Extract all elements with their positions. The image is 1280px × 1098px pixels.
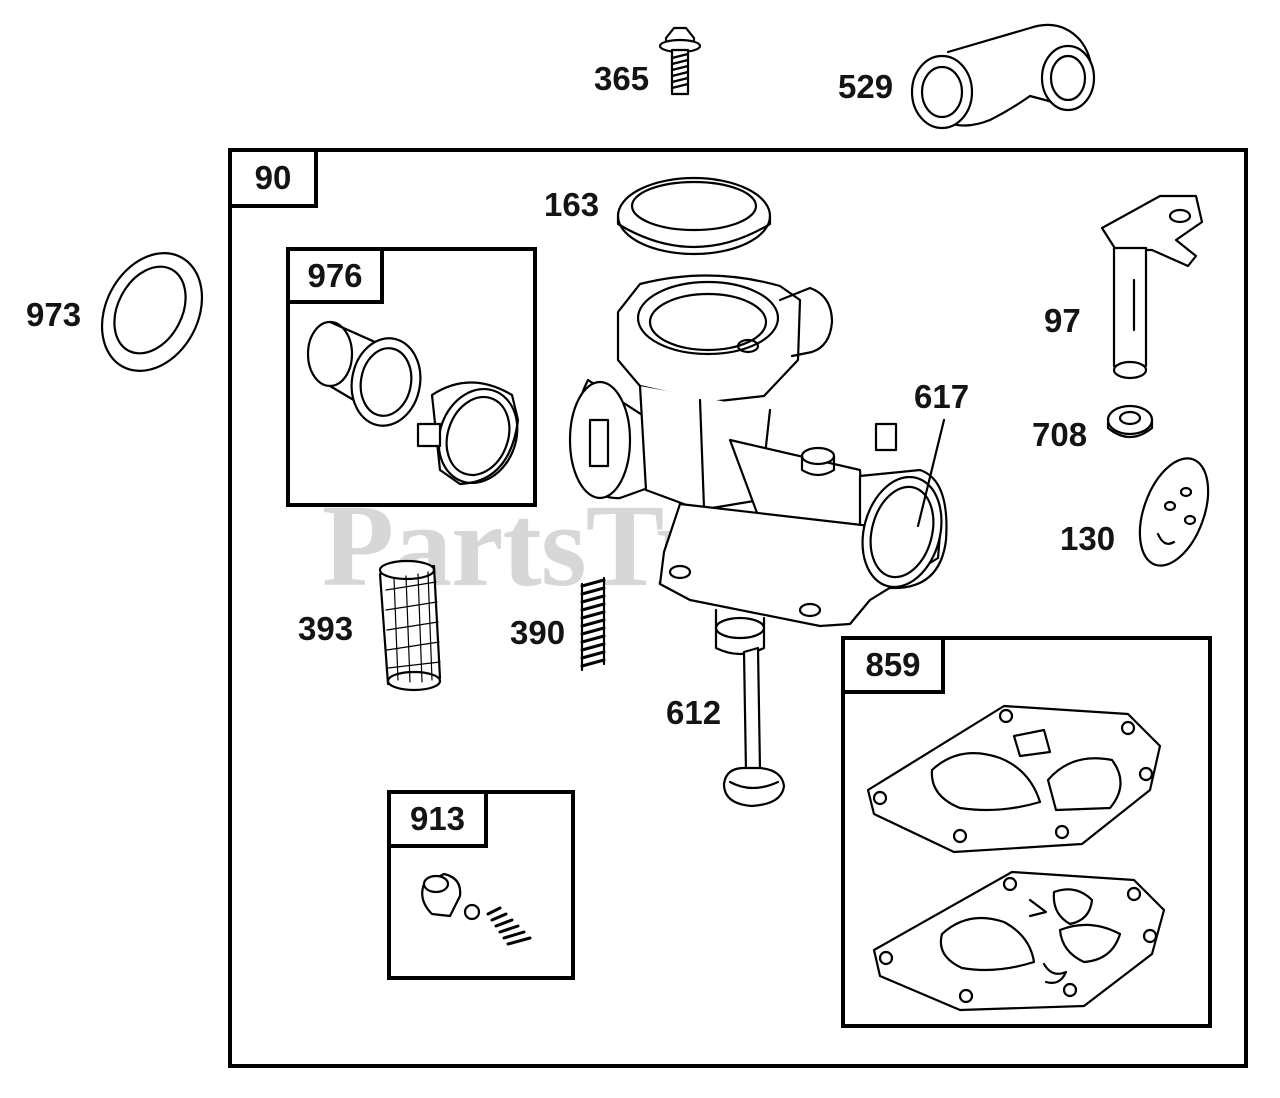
group-859-label: 859: [841, 636, 945, 694]
part-label-612: 612: [666, 694, 722, 731]
pin-612-drawing: [722, 646, 786, 808]
part-label-390: 390: [510, 614, 566, 651]
disc-130-drawing: [1138, 457, 1210, 567]
elbow-529-drawing: [910, 23, 1096, 130]
main-frame-label: 90: [228, 148, 318, 208]
main-frame: 90: [228, 148, 1248, 1068]
part-label-365: 365: [594, 60, 650, 97]
group-913-drawing: [421, 872, 532, 946]
group-913-box: 913: [387, 790, 575, 980]
group-913-label: 913: [387, 790, 488, 848]
ring-617-drawing: [861, 418, 946, 589]
part-label-163: 163: [544, 186, 600, 223]
carburetor-body-drawing: [568, 274, 948, 656]
group-976-box: 976: [286, 247, 537, 507]
group-976-drawing: [306, 320, 520, 486]
gasket-163-drawing: [616, 176, 772, 256]
screen-393-drawing: [378, 559, 442, 692]
part-label-97: 97: [1044, 302, 1081, 339]
part-label-708: 708: [1032, 416, 1088, 453]
bolt-365-drawing: [658, 26, 702, 96]
part-label-617: 617: [914, 378, 970, 415]
part-label-529: 529: [838, 68, 894, 105]
group-976-label: 976: [286, 247, 384, 304]
part-label-130: 130: [1060, 520, 1116, 557]
gaskets-859-drawing: [866, 704, 1166, 1012]
ring-973-drawing: [100, 252, 204, 372]
shaft-97-drawing: [1100, 194, 1204, 380]
part-label-393: 393: [298, 610, 354, 647]
spring-390-drawing: [580, 576, 606, 672]
washer-708-drawing: [1106, 404, 1154, 439]
group-859-box: 859: [841, 636, 1212, 1028]
part-label-973: 973: [26, 296, 82, 333]
